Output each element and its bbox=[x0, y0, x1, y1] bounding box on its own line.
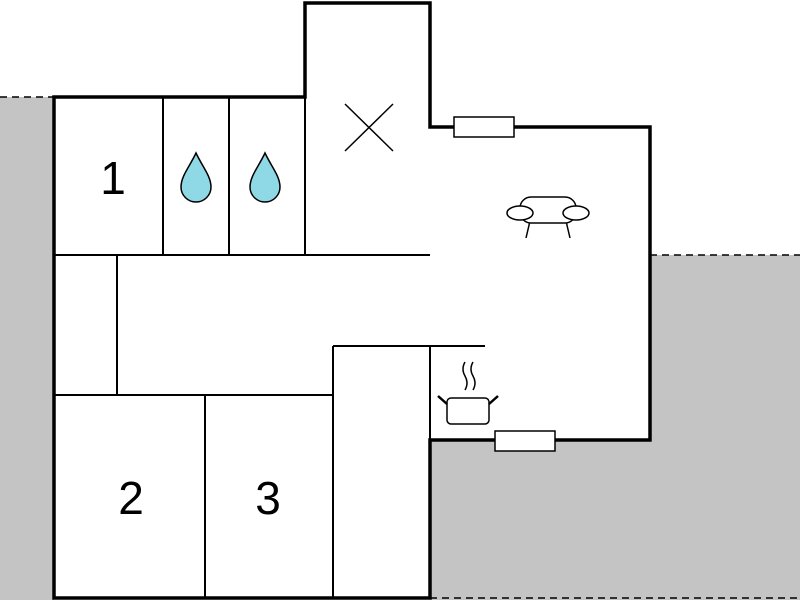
water-drop-icon bbox=[180, 151, 212, 203]
water-drop-icon bbox=[249, 151, 281, 203]
sofa-icon bbox=[506, 196, 590, 239]
room-label-3: 3 bbox=[255, 472, 281, 524]
cooking-pot-icon bbox=[437, 361, 499, 425]
terrace-areas bbox=[0, 96, 800, 600]
windows bbox=[453, 116, 556, 452]
cross-icon bbox=[344, 103, 394, 152]
room-label-2: 2 bbox=[118, 472, 144, 524]
interior-walls bbox=[54, 97, 485, 598]
window bbox=[494, 430, 556, 452]
room-label-1: 1 bbox=[100, 152, 126, 204]
terrace-right bbox=[430, 255, 800, 600]
window bbox=[453, 116, 515, 138]
outer-wall bbox=[52, 1, 652, 600]
terrace-left bbox=[0, 97, 54, 600]
